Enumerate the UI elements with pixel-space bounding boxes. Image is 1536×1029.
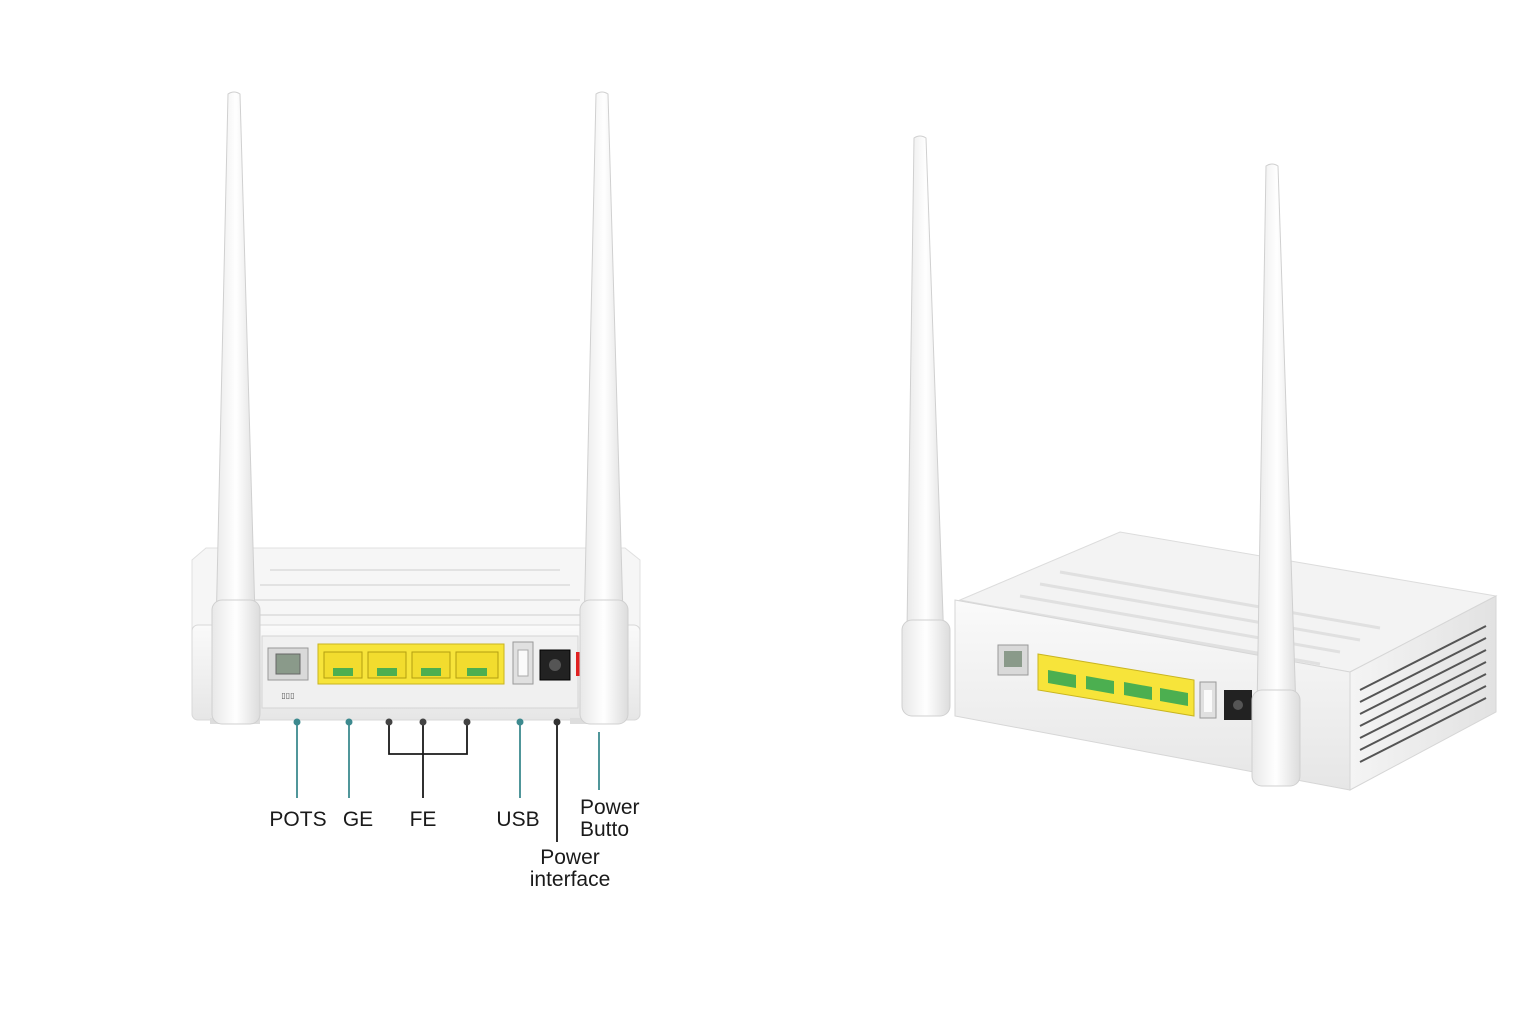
router-rear-view: ▯▯▯ <box>191 91 641 725</box>
ge-port <box>323 651 363 679</box>
perspective-ethernet-block <box>1037 653 1195 717</box>
power-button-label-line1: Power <box>580 796 640 819</box>
pots-port-tiny-label: ▯▯▯ <box>281 691 294 700</box>
usb-port <box>512 641 534 685</box>
usb-label: USB <box>496 808 539 831</box>
perspective-usb-port <box>1199 681 1217 719</box>
power-interface-port <box>539 649 571 681</box>
fe-port-1 <box>367 651 407 679</box>
perspective-top-vents <box>999 570 1381 666</box>
fe-port-2 <box>411 651 451 679</box>
fe-callout-bracket <box>388 722 468 798</box>
power-button-label-line2: Butto <box>580 818 629 841</box>
perspective-power-interface <box>1224 690 1252 720</box>
right-antenna <box>579 91 629 725</box>
top-vents <box>240 569 590 616</box>
fe-port-3 <box>455 651 499 679</box>
fe-label: FE <box>410 808 437 831</box>
perspective-left-antenna <box>901 135 951 717</box>
ge-label: GE <box>343 808 373 831</box>
side-vents <box>1359 625 1487 763</box>
callout-lines <box>293 718 600 842</box>
pots-label: POTS <box>269 808 326 831</box>
perspective-pots-port <box>997 644 1029 676</box>
power-interface-label-line1: Power <box>540 846 600 869</box>
perspective-right-antenna <box>1251 163 1301 787</box>
router-perspective-view <box>901 135 1498 791</box>
callout-labels: POTS GE FE USB Power interface Power But… <box>269 796 639 891</box>
power-interface-label-line2: interface <box>530 868 611 891</box>
left-antenna <box>211 91 261 725</box>
pots-port: ▯▯▯ <box>267 647 309 700</box>
